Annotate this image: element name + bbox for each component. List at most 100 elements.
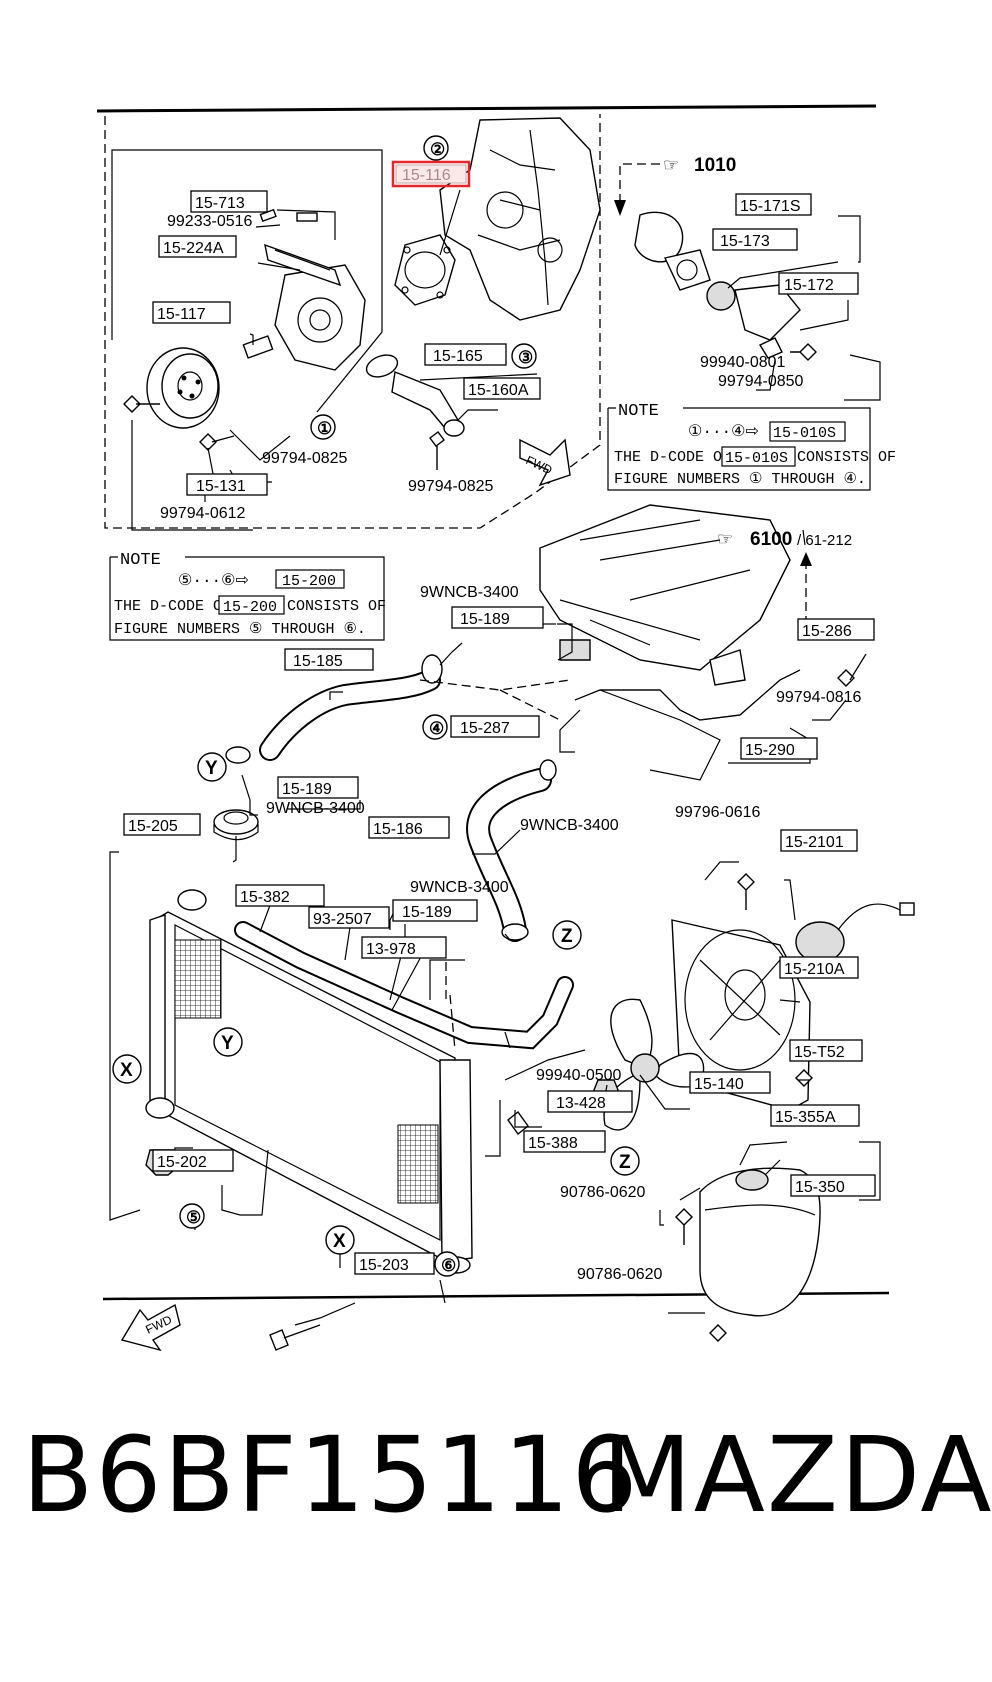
- label-15-202: 15-202: [157, 1154, 207, 1171]
- fwd-arrow-top: FWD: [519, 438, 571, 487]
- note1-code-inline: 15-010S: [725, 450, 788, 467]
- cylinder-head-drawing: [539, 504, 791, 781]
- label-90786-0620-a: 90786-0620: [560, 1184, 646, 1201]
- callout-x-2: X: [333, 1231, 346, 1252]
- label-15-131: 15-131: [196, 478, 246, 495]
- label-15-388: 15-388: [528, 1135, 578, 1152]
- label-15-210A: 15-210A: [784, 961, 845, 978]
- label-15-355A: 15-355A: [775, 1109, 836, 1126]
- label-15-117: 15-117: [157, 306, 206, 323]
- callout-4: ④: [429, 719, 444, 738]
- label-13-978: 13-978: [366, 941, 416, 958]
- highlight-box-15-116: [391, 160, 471, 188]
- gasket-15-116-drawing: [394, 234, 456, 306]
- label-99940-0500: 99940-0500: [536, 1067, 622, 1084]
- hose-clip-13-978: [504, 1031, 511, 1049]
- label-9wncb-3400-b: 9WNCB-3400: [266, 800, 365, 817]
- label-15-205: 15-205: [128, 818, 178, 835]
- pulley-drawing: [146, 347, 220, 429]
- label-15-140: 15-140: [694, 1076, 744, 1093]
- hose-15-382-fill: [236, 923, 572, 1048]
- label-15-T52: 15-T52: [794, 1044, 845, 1061]
- bolt-15-203-drawing: [269, 1324, 321, 1351]
- label-15-165: 15-165: [433, 348, 483, 365]
- reservoir-tank-drawing: [699, 1159, 821, 1317]
- label-15-713: 15-713: [195, 195, 245, 212]
- label-99796-0616: 99796-0616: [675, 804, 761, 821]
- note1-line1b: CONSISTS OF: [797, 449, 896, 466]
- arrowhead-1010: [614, 200, 626, 216]
- label-99794-0612: 99794-0612: [160, 505, 246, 522]
- label-99794-0825-b: 99794-0825: [408, 478, 494, 495]
- callout-y-2: Y: [221, 1033, 234, 1054]
- note2-range: ⑤···⑥⇨: [178, 572, 249, 590]
- note2-code: 15-200: [282, 573, 336, 590]
- fan-motor-15-2101-drawing: [795, 902, 915, 963]
- fitting-15-713-drawing: [296, 212, 318, 222]
- label-15-185: 15-185: [293, 653, 343, 670]
- bolt-90786-0620a-drawing: [675, 1208, 693, 1245]
- label-90786-0620-b: 90786-0620: [577, 1266, 663, 1283]
- part-number: B6BF15116: [22, 1414, 640, 1536]
- label-15-160A: 15-160A: [468, 382, 529, 399]
- label-93-2507: 93-2507: [313, 911, 372, 928]
- label-boxes: 15-116 15-713 99233-0516 15-224A 15-117 …: [123, 155, 876, 1283]
- bypass-hose-drawing: [574, 669, 801, 721]
- label-9wncb-3400-d: 9WNCB-3400: [410, 879, 509, 896]
- radiator-cap-drawing: [213, 809, 259, 841]
- brand-name: MAZDA: [602, 1414, 992, 1536]
- label-15-203: 15-203: [359, 1257, 409, 1274]
- label-15-189-a: 15-189: [460, 611, 510, 628]
- label-99794-0850: 99794-0850: [718, 373, 804, 390]
- arrowhead-6100: [800, 552, 812, 566]
- note-box-2: NOTE ⑤···⑥⇨ 15-200 THE D-CODE OF 15-200 …: [109, 551, 386, 641]
- top-border: [96, 104, 877, 113]
- bolt-99794-0816-drawing: [837, 669, 855, 687]
- note1-code: 15-010S: [773, 425, 836, 442]
- note2-line1a: THE D-CODE OF: [114, 598, 231, 615]
- callout-y-1: Y: [205, 758, 218, 779]
- label-99233-0516: 99233-0516: [167, 213, 253, 230]
- label-15-287: 15-287: [460, 720, 510, 737]
- callout-6: ⑥: [441, 1256, 456, 1275]
- radiator-drawing: [145, 889, 473, 1274]
- label-15-186: 15-186: [373, 821, 423, 838]
- label-99794-0825-a: 99794-0825: [262, 450, 348, 467]
- label-15-290: 15-290: [745, 742, 795, 759]
- bolt-15-T52-drawing: [795, 1069, 813, 1087]
- thermostat-drawing: [634, 211, 817, 361]
- footer: B6BF15116 MAZDA: [0, 1400, 992, 1570]
- clamp-9wncb-drawing: [539, 759, 557, 781]
- dashed-line-mid: [419, 679, 571, 1051]
- label-15-224A: 15-224A: [163, 240, 224, 257]
- clamp-15-189b-drawing: [225, 746, 251, 764]
- bypass-hose-inner: [574, 669, 801, 721]
- label-9wncb-3400-c: 9WNCB-3400: [520, 817, 619, 834]
- label-15-189-c: 15-189: [402, 904, 452, 921]
- label-1010: 1010: [694, 155, 736, 176]
- hand-icon-1010: ☞: [663, 155, 679, 175]
- label-15-116: 15-116: [402, 167, 451, 184]
- fan-15-140-drawing: [603, 998, 705, 1131]
- label-15-189-b: 15-189: [282, 781, 332, 798]
- note2-line1b: CONSISTS OF: [287, 598, 386, 615]
- callout-x-1: X: [120, 1060, 133, 1081]
- note1-line1a: THE D-CODE OF: [614, 449, 731, 466]
- label-15-172: 15-172: [784, 277, 834, 294]
- callouts: ② ① ③ ④ ⑤ ⑥ Y Y X X Z Z: [112, 135, 640, 1277]
- label-13-428: 13-428: [556, 1095, 606, 1112]
- hose-15-185-fill: [261, 671, 439, 759]
- bolt-99794-0825-drawing: [199, 433, 235, 451]
- callout-z-2: Z: [619, 1152, 631, 1173]
- callout-2: ②: [430, 140, 445, 159]
- engine-block-drawing: [439, 117, 601, 321]
- bolt-99794-0612-drawing: [123, 395, 160, 413]
- note1-line2: FIGURE NUMBERS ① THROUGH ④.: [614, 471, 866, 488]
- fwd-arrow-bottom: FWD: [120, 1303, 181, 1352]
- note1-title: NOTE: [618, 402, 659, 421]
- callout-5: ⑤: [186, 1208, 201, 1227]
- water-pump-section-border: [104, 114, 601, 529]
- sensor-15-117-drawing: [242, 335, 274, 359]
- label-15-2101: 15-2101: [785, 834, 844, 851]
